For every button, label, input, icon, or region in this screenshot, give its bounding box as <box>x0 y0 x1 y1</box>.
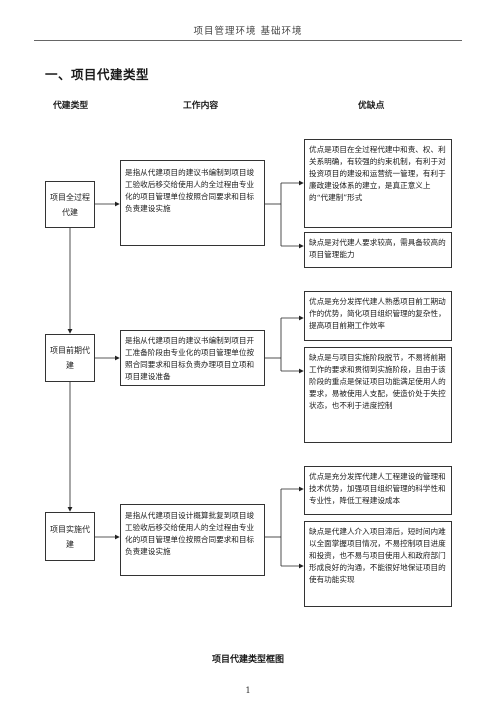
type-box-full-process: 项目全过程代建 <box>45 181 95 228</box>
pros-box-implementation: 优点是充分发挥代建人工程建设的管理和技术优势，加强项目组织管理的科学性和专业性，… <box>304 466 452 515</box>
content-box-full-process: 是指从代建项目的建议书编制到项目竣工验收后移交给使用人的全过程由专业化的项目管理… <box>120 160 265 246</box>
content-box-pre-phase: 是指从代建项目的建议书编制到项目开工准备阶段由专业化的项目管理单位按照合同要求和… <box>120 330 265 386</box>
column-header-pros-cons: 优缺点 <box>358 101 385 111</box>
pros-box-full-process: 优点是项目在全过程代建中和责、权、利关系明确，有较强的约束机制，有利于对投资项目… <box>304 139 452 228</box>
pros-text: 优点是充分发挥代建人工程建设的管理和技术优势，加强项目组织管理的科学性和专业性，… <box>309 472 446 505</box>
type-label: 项目全过程代建 <box>50 192 90 217</box>
figure-caption: 项目代建类型框图 <box>211 655 284 665</box>
content-text: 是指从代建项目的建议书编制到项目开工准备阶段由专业化的项目管理单位按照合同要求和… <box>125 336 255 381</box>
cons-box-pre-phase: 缺点是与项目实施阶段脱节，不易将前期工作的要求和贯彻到实施阶段，且由于该阶段的重… <box>304 347 452 443</box>
pros-text: 优点是充分发挥代建人熟悉项目前工期动作的优势，简化项目组织管理的复杂性，提高项目… <box>309 297 446 330</box>
column-header-content: 工作内容 <box>183 101 219 111</box>
page-header: 项目管理环境 基础环境 <box>193 26 303 37</box>
pros-text: 优点是项目在全过程代建中和责、权、利关系明确，有较强的约束机制，有利于对投资项目… <box>309 145 446 202</box>
content-box-implementation: 是指从代建项目设计概算批复到项目竣工验收后移交给使用人的全过程由专业化的项目管理… <box>120 504 265 576</box>
pros-box-pre-phase: 优点是充分发挥代建人熟悉项目前工期动作的优势，简化项目组织管理的复杂性，提高项目… <box>304 291 452 341</box>
type-box-implementation: 项目实施代建 <box>45 512 95 561</box>
column-header-type: 代建类型 <box>53 101 89 111</box>
content-text: 是指从代建项目设计概算批复到项目竣工验收后移交给使用人的全过程由专业化的项目管理… <box>125 511 255 556</box>
type-box-pre-phase: 项目前期代建 <box>45 334 95 382</box>
type-label: 项目实施代建 <box>50 524 90 549</box>
type-label: 项目前期代建 <box>50 346 90 370</box>
cons-box-implementation: 缺点是代建人介入项目滞后，短时间内难以全面掌握项目情况，不易控制项目进度和投资，… <box>304 521 452 607</box>
cons-text: 缺点是与项目实施阶段脱节，不易将前期工作的要求和贯彻到实施阶段，且由于该阶段的重… <box>309 353 446 410</box>
page-number: 1 <box>245 686 251 695</box>
cons-text: 缺点是代建人介入项目滞后，短时间内难以全面掌握项目情况，不易控制项目进度和投资，… <box>309 527 446 584</box>
cons-text: 缺点是对代建人要求较高，需具备较高的项目管理能力 <box>309 238 446 259</box>
cons-box-full-process: 缺点是对代建人要求较高，需具备较高的项目管理能力 <box>304 232 452 268</box>
header-divider <box>34 40 462 41</box>
content-text: 是指从代建项目的建议书编制到项目竣工验收后移交给使用人的全过程由专业化的项目管理… <box>125 168 255 213</box>
section-title: 一、项目代建类型 <box>45 67 150 82</box>
